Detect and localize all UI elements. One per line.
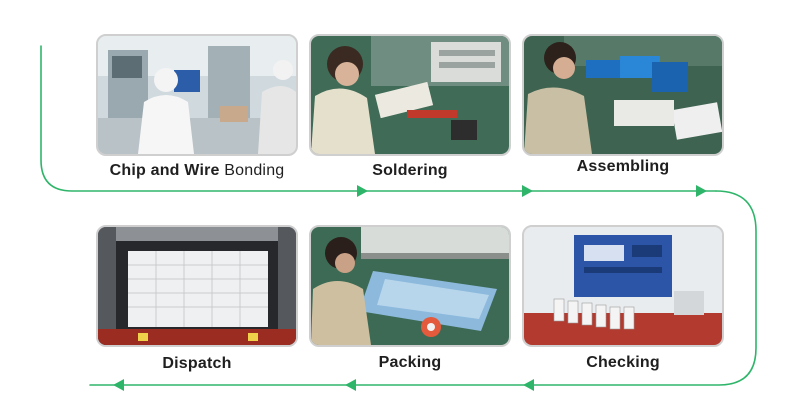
- step-label-bold: Checking: [586, 354, 660, 371]
- arrowhead-top-2: [522, 185, 533, 197]
- step-label: Dispatch: [77, 355, 317, 373]
- step-label-bold: Dispatch: [162, 355, 232, 372]
- step-label: Packing: [290, 354, 530, 372]
- step-label: Soldering: [290, 162, 530, 180]
- arrowhead-top-3: [696, 185, 707, 197]
- arrowhead-bottom-1: [523, 379, 534, 391]
- step-label: Checking: [503, 354, 743, 372]
- step-assembling: Assembling: [522, 34, 724, 175]
- step-chip-and-wire-bonding: Chip and Wire Bonding: [96, 34, 298, 179]
- step-label-bold: Assembling: [576, 158, 670, 175]
- right-loop-line: [89, 190, 757, 386]
- dispatch-photo: [96, 225, 298, 347]
- step-label-bold: Packing: [378, 354, 442, 371]
- packing-photo: [309, 225, 511, 347]
- top-flow-line: [40, 45, 717, 192]
- checking-photo: [522, 225, 724, 347]
- soldering-photo: [309, 34, 511, 156]
- bonding-photo: [96, 34, 298, 156]
- step-label-bold: Soldering: [372, 162, 448, 179]
- step-checking: Checking: [522, 225, 724, 371]
- step-label: Chip and Wire Bonding: [77, 162, 317, 180]
- assembling-photo: [522, 34, 724, 156]
- step-label-light: Bonding: [219, 162, 285, 179]
- arrowhead-bottom-3: [113, 379, 124, 391]
- step-soldering: Soldering: [309, 34, 511, 179]
- arrowhead-bottom-2: [345, 379, 356, 391]
- step-label-bold: Chip and Wire: [109, 162, 220, 179]
- arrowhead-top-1: [357, 185, 368, 197]
- step-label: Assembling: [503, 158, 743, 176]
- step-dispatch: Dispatch: [96, 225, 298, 372]
- step-packing: Packing: [309, 225, 511, 371]
